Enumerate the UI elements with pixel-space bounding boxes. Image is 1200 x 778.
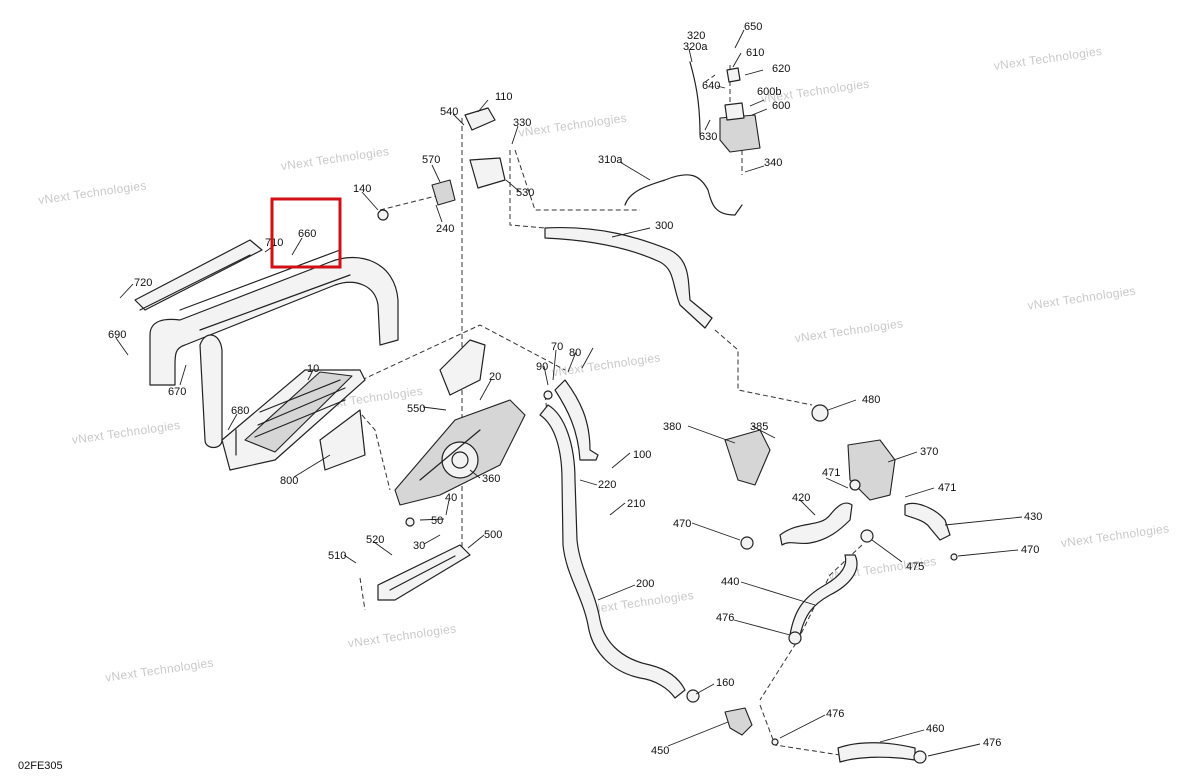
watermark: vNext Technologies: [585, 588, 695, 617]
hose-420: [779, 502, 853, 546]
label-530: 530: [516, 187, 534, 199]
label-470: 470: [1021, 544, 1039, 556]
label-520: 520: [366, 534, 384, 546]
label-90: 90: [536, 361, 548, 373]
reservoir-tank: [719, 67, 761, 153]
label-320a: 320a: [683, 41, 708, 53]
label-240: 240: [436, 223, 454, 235]
y-connector: [724, 707, 753, 736]
label-140: 140: [353, 183, 371, 195]
leader-lines: [115, 29, 1023, 757]
label-20: 20: [489, 371, 501, 383]
label-640: 640: [702, 80, 720, 92]
label-471: 471: [938, 482, 956, 494]
fan-assembly: [394, 399, 526, 506]
diagram-code: 02FE305: [18, 760, 63, 772]
thermostat-housing: [724, 404, 896, 501]
label-660: 660: [298, 228, 316, 240]
watermark: vNext Technologies: [794, 316, 904, 345]
label-80: 80: [569, 347, 581, 359]
label-40: 40: [445, 492, 457, 504]
label-385: 385: [750, 421, 768, 433]
label-476: 476: [716, 612, 734, 624]
filler-neck: [377, 107, 506, 221]
bracket: [377, 544, 471, 601]
label-330: 330: [513, 117, 531, 129]
label-476: 476: [983, 737, 1001, 749]
label-690: 690: [108, 329, 126, 341]
label-540: 540: [440, 106, 458, 118]
label-670: 670: [168, 386, 186, 398]
label-160: 160: [716, 677, 734, 689]
label-360: 360: [482, 473, 500, 485]
label-370: 370: [920, 446, 938, 458]
shroud-panels: [319, 339, 486, 471]
label-10: 10: [307, 363, 319, 375]
rear-guard-tube: [134, 239, 399, 449]
label-480: 480: [862, 394, 880, 406]
watermark: vNext Technologies: [71, 418, 181, 447]
highlight-box: [270, 197, 342, 269]
watermark: vNext Technologies: [1060, 521, 1170, 550]
watermark: vNext Technologies: [993, 44, 1103, 73]
label-570: 570: [422, 154, 440, 166]
label-650: 650: [744, 21, 762, 33]
hose-440: [789, 554, 858, 636]
label-100: 100: [633, 449, 651, 461]
label-510: 510: [328, 550, 346, 562]
label-620: 620: [772, 63, 790, 75]
label-500: 500: [484, 529, 502, 541]
label-440: 440: [721, 576, 739, 588]
label-210: 210: [627, 498, 645, 510]
label-610: 610: [746, 47, 764, 59]
label-470: 470: [673, 518, 691, 530]
label-310a: 310a: [598, 154, 623, 166]
label-220: 220: [598, 479, 616, 491]
label-430: 430: [1024, 511, 1042, 523]
label-460: 460: [926, 723, 944, 735]
label-450: 450: [651, 745, 669, 757]
radiator: [221, 369, 366, 471]
label-471: 471: [822, 467, 840, 479]
label-720: 720: [134, 277, 152, 289]
label-710: 710: [265, 237, 283, 249]
watermark: vNext Technologies: [104, 656, 214, 685]
label-320: 320: [687, 30, 705, 42]
hose-460: [837, 742, 916, 763]
label-476: 476: [826, 708, 844, 720]
clamps: [405, 390, 958, 764]
watermark: vNext Technologies: [347, 621, 457, 650]
label-475: 475: [906, 561, 924, 573]
watermark: vNext Technologies: [37, 178, 147, 207]
watermark: vNext Technologies: [518, 111, 628, 140]
hose-430: [904, 502, 951, 541]
label-680: 680: [231, 405, 249, 417]
label-200: 200: [636, 578, 654, 590]
label-420: 420: [792, 492, 810, 504]
label-380: 380: [663, 421, 681, 433]
label-630: 630: [699, 131, 717, 143]
part-labels: 110 540 330 570 530 240 140 300 310a 320…: [108, 21, 1042, 757]
label-340: 340: [764, 157, 782, 169]
label-600b: 600b: [757, 86, 781, 98]
watermark: vNext Technologies: [551, 350, 661, 379]
label-110: 110: [495, 91, 513, 103]
label-70: 70: [551, 341, 563, 353]
label-800: 800: [280, 475, 298, 487]
overflow-tube: [624, 61, 743, 216]
hose-200: [539, 379, 686, 699]
label-600: 600: [772, 100, 790, 112]
hose-300: [544, 226, 713, 329]
watermark: vNext Technologies: [1027, 284, 1137, 313]
label-50: 50: [431, 515, 443, 527]
label-300: 300: [655, 220, 673, 232]
label-30: 30: [413, 540, 425, 552]
watermark: vNext Technologies: [280, 144, 390, 173]
label-550: 550: [407, 403, 425, 415]
